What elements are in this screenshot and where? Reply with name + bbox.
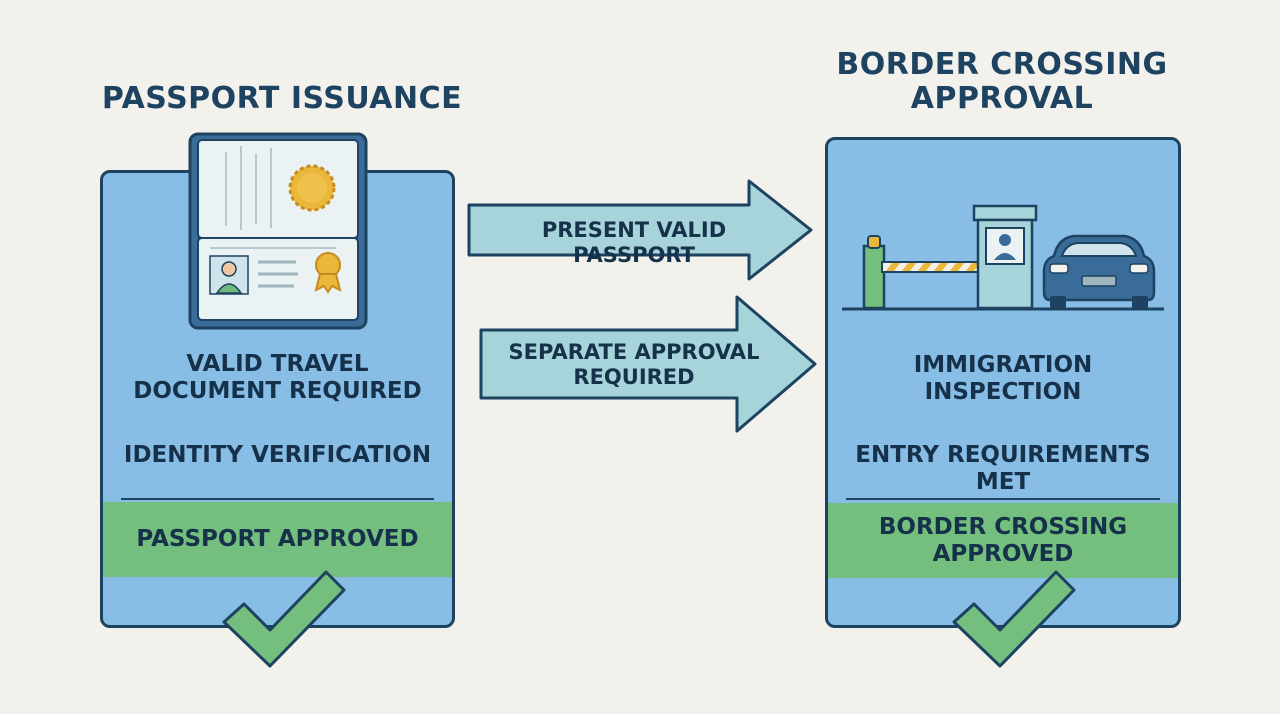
separate-approval-line1: SEPARATE APPROVAL [508, 340, 760, 364]
border-crossing-panel: IMMIGRATION INSPECTION ENTRY REQUIREMENT… [825, 137, 1181, 628]
checkmark-icon [952, 570, 1076, 668]
approved-line2: APPROVED [932, 540, 1074, 567]
present-passport-label: PRESENT VALID PASSPORT [541, 218, 727, 267]
approved-line1: BORDER CROSSING [878, 513, 1128, 540]
inspection-line: INSPECTION [924, 379, 1082, 405]
present-passport-arrow [467, 179, 813, 281]
identity-verification-text: IDENTITY VERIFICATION [123, 442, 432, 468]
entry-requirements-text: ENTRY REQUIREMENTS MET [855, 442, 1151, 495]
passport-approved-band: PASSPORT APPROVED [103, 502, 452, 577]
checkmark-icon [222, 570, 346, 668]
immigration-line: IMMIGRATION [913, 352, 1093, 378]
immigration-inspection-text: IMMIGRATION INSPECTION [828, 352, 1178, 406]
border-crossing-title-line1: BORDER CROSSING [836, 47, 1168, 82]
open-passport-icon [188, 132, 368, 330]
valid-travel-document-text: VALID TRAVEL DOCUMENT REQUIRED [103, 351, 452, 405]
valid-travel-line: VALID TRAVEL [186, 351, 369, 377]
border-crossing-approved-band: BORDER CROSSING APPROVED [828, 503, 1178, 578]
panel-divider [121, 498, 434, 500]
separate-approval-label: SEPARATE APPROVAL REQUIRED [488, 340, 780, 390]
panel-divider [846, 498, 1160, 500]
passport-issuance-title: PASSPORT ISSUANCE [101, 81, 463, 116]
separate-approval-line2: REQUIRED [573, 365, 695, 389]
border-checkpoint-icon [842, 204, 1164, 311]
border-crossing-title-line2: APPROVAL [910, 81, 1094, 116]
document-required-line: DOCUMENT REQUIRED [133, 378, 422, 404]
border-crossing-title: BORDER CROSSING APPROVAL [810, 48, 1194, 116]
separate-approval-arrow [479, 295, 817, 433]
